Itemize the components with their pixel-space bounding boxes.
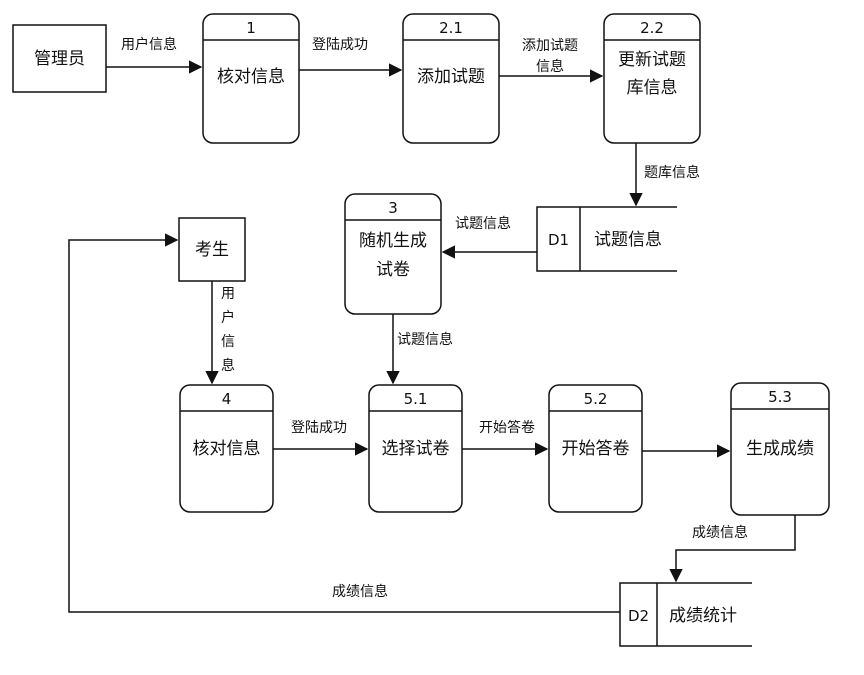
flow-admin-to-p1: 用户信息 — [106, 36, 203, 74]
flow-p4-to-p51-label: 登陆成功 — [291, 420, 347, 436]
process-2-2-label-line2: 库信息 — [627, 78, 678, 98]
flow-p22-to-d1-label: 题库信息 — [644, 164, 700, 181]
process-1: 1 核对信息 — [202, 13, 300, 144]
process-2-1-label: 添加试题 — [417, 67, 485, 87]
process-2-1-number: 2.1 — [439, 19, 463, 37]
process-3-label-line1: 随机生成 — [359, 231, 427, 251]
flow-p53-to-d2: 成绩信息 — [669, 515, 796, 583]
flow-p21-to-p22: 添加试题 信息 — [499, 38, 604, 83]
process-3-number: 3 — [388, 199, 398, 217]
process-5-1: 5.1 选择试卷 — [368, 384, 463, 513]
flow-student-to-p4-label-1: 用 — [221, 286, 235, 302]
flow-p53-to-d2-label: 成绩信息 — [692, 524, 748, 541]
flow-p3-to-p51-label: 试题信息 — [397, 331, 453, 348]
process-5-3-number: 5.3 — [768, 388, 792, 406]
store-d1-label: 试题信息 — [594, 230, 662, 250]
flow-d2-to-student-label: 成绩信息 — [332, 583, 388, 600]
process-5-2: 5.2 开始答卷 — [548, 384, 643, 513]
entity-admin-label: 管理员 — [34, 49, 85, 69]
process-2-1: 2.1 添加试题 — [402, 13, 500, 144]
process-1-label: 核对信息 — [217, 67, 285, 87]
process-1-number: 1 — [246, 19, 256, 37]
flow-d2-to-student: 成绩信息 — [68, 233, 620, 613]
process-4: 4 核对信息 — [179, 384, 274, 513]
flow-p51-to-p52-label: 开始答卷 — [479, 419, 535, 436]
flow-p21-to-p22-label-line2: 信息 — [536, 58, 564, 75]
flow-student-to-p4: 用 户 信 息 — [205, 281, 235, 385]
flow-student-to-p4-label-4: 息 — [221, 357, 235, 374]
flow-student-to-p4-label-2: 户 — [221, 309, 235, 326]
flow-p22-to-d1: 题库信息 — [629, 143, 700, 207]
process-4-number: 4 — [222, 390, 232, 408]
store-d1-id: D1 — [548, 231, 569, 249]
store-d2-id: D2 — [628, 607, 649, 625]
entity-admin: 管理员 — [12, 24, 107, 93]
entity-student-label: 考生 — [195, 240, 229, 260]
process-3-label-line2: 试卷 — [376, 260, 410, 280]
flow-p3-to-p51: 试题信息 — [386, 314, 453, 385]
flow-student-to-p4-label-3: 信 — [221, 334, 235, 350]
flow-p4-to-p51: 登陆成功 — [273, 420, 369, 456]
flow-d1-to-p3: 试题信息 — [441, 215, 537, 259]
process-5-1-label: 选择试卷 — [382, 439, 450, 459]
process-3: 3 随机生成 试卷 — [344, 193, 442, 315]
flow-p51-to-p52: 开始答卷 — [462, 419, 549, 456]
process-5-2-number: 5.2 — [584, 390, 608, 408]
process-2-2: 2.2 更新试题 库信息 — [603, 13, 701, 144]
process-5-1-number: 5.1 — [404, 390, 428, 408]
process-2-2-label-line1: 更新试题 — [618, 50, 686, 70]
process-4-label: 核对信息 — [193, 439, 261, 459]
flow-p1-to-p21-label: 登陆成功 — [312, 37, 368, 53]
flow-admin-to-p1-label: 用户信息 — [121, 36, 177, 53]
process-5-2-label: 开始答卷 — [562, 439, 630, 459]
store-d1: D1 试题信息 — [536, 206, 677, 272]
flow-p21-to-p22-label-line1: 添加试题 — [522, 38, 578, 54]
process-5-3-label: 生成成绩 — [746, 439, 814, 459]
store-d2: D2 成绩统计 — [619, 582, 752, 647]
store-d2-label: 成绩统计 — [669, 606, 737, 626]
entity-student: 考生 — [178, 217, 246, 282]
process-2-2-number: 2.2 — [640, 19, 664, 37]
flow-p1-to-p21: 登陆成功 — [299, 37, 403, 77]
process-5-3: 5.3 生成成绩 — [730, 382, 830, 516]
flow-d1-to-p3-label: 试题信息 — [455, 215, 511, 232]
